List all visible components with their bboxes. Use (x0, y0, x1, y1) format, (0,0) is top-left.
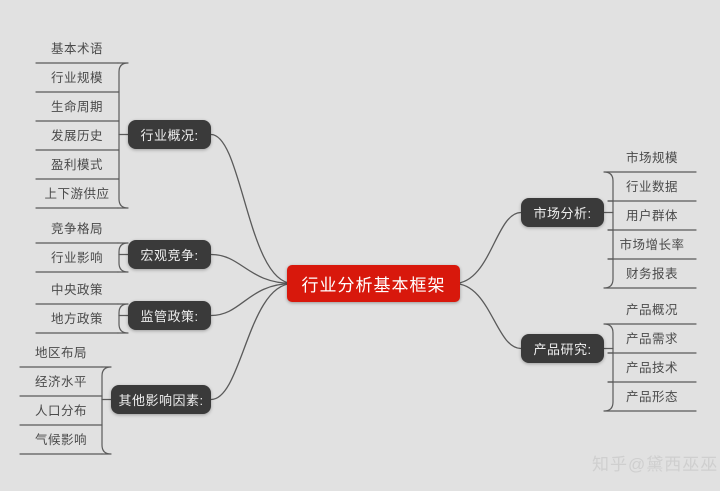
leaf-node[interactable]: 财务报表 (608, 259, 696, 288)
root-label: 行业分析基本框架 (301, 276, 446, 295)
leaf-label: 市场增长率 (619, 238, 685, 252)
leaf-node[interactable]: 经济水平 (20, 367, 102, 396)
leaf-label: 中央政策 (50, 283, 103, 297)
leaf-node[interactable]: 产品技术 (608, 353, 696, 382)
leaf-rail-regulatory-policy (117, 303, 129, 334)
connector-root-macro-competition (210, 253, 294, 285)
leaf-node[interactable]: 发展历史 (36, 121, 118, 150)
leaf-rail-other-factors (101, 366, 112, 455)
leaf-node[interactable]: 竞争格局 (36, 214, 118, 243)
watermark-handle: @黛西巫巫 (628, 454, 719, 474)
leaf-label: 地方政策 (50, 312, 103, 326)
leaf-label: 气候影响 (34, 433, 87, 447)
connector-root-other-factors (210, 282, 294, 401)
leaf-label: 用户群体 (625, 209, 678, 223)
watermark-site: 知乎 (592, 454, 628, 474)
leaf-node[interactable]: 产品概况 (608, 295, 696, 324)
leaf-rail-industry-overview (117, 62, 129, 209)
leaf-node[interactable]: 市场规模 (608, 143, 696, 172)
connector-root-regulatory-policy (210, 282, 294, 317)
leaf-label: 市场规模 (625, 151, 678, 165)
branch-node-industry-overview[interactable]: 行业概况: (128, 120, 211, 149)
leaf-label: 人口分布 (34, 404, 87, 418)
leaf-label: 行业规模 (50, 71, 103, 85)
leaf-label: 产品技术 (625, 361, 678, 375)
leaf-rail-macro-competition (117, 242, 129, 273)
leaf-node[interactable]: 市场增长率 (608, 230, 696, 259)
leaf-label: 上下游供应 (44, 187, 110, 201)
branch-label: 其他影响因素: (118, 393, 204, 408)
leaf-node[interactable]: 人口分布 (20, 396, 102, 425)
leaf-label: 盈利模式 (50, 158, 103, 172)
leaf-label: 基本术语 (50, 42, 103, 56)
leaf-node[interactable]: 行业数据 (608, 172, 696, 201)
connector-root-industry-overview (210, 133, 294, 285)
branch-label: 产品研究: (533, 342, 592, 357)
leaf-label: 发展历史 (50, 129, 103, 143)
leaf-node[interactable]: 生命周期 (36, 92, 118, 121)
leaf-node[interactable]: 中央政策 (36, 275, 118, 304)
leaf-label: 生命周期 (50, 100, 103, 114)
leaf-label: 产品需求 (625, 332, 678, 346)
leaf-node[interactable]: 地区布局 (20, 338, 102, 367)
leaf-node[interactable]: 行业规模 (36, 63, 118, 92)
branch-node-product-research[interactable]: 产品研究: (521, 334, 604, 363)
branch-label: 市场分析: (533, 206, 592, 221)
branch-node-regulatory-policy[interactable]: 监管政策: (128, 301, 211, 330)
leaf-node[interactable]: 产品形态 (608, 382, 696, 411)
watermark: 知乎 @黛西巫巫 (592, 448, 719, 476)
leaf-label: 财务报表 (625, 267, 678, 281)
branch-node-market-analysis[interactable]: 市场分析: (521, 198, 604, 227)
leaf-node[interactable]: 地方政策 (36, 304, 118, 333)
leaf-label: 行业影响 (50, 251, 103, 265)
leaf-node[interactable]: 产品需求 (608, 324, 696, 353)
leaf-node[interactable]: 气候影响 (20, 425, 102, 454)
leaf-label: 地区布局 (34, 346, 87, 360)
leaf-label: 经济水平 (34, 375, 87, 389)
leaf-node[interactable]: 行业影响 (36, 243, 118, 272)
branch-node-macro-competition[interactable]: 宏观竞争: (128, 240, 211, 269)
branch-label: 宏观竞争: (140, 248, 199, 263)
branch-label: 行业概况: (140, 128, 199, 143)
branch-node-other-factors[interactable]: 其他影响因素: (111, 385, 211, 414)
leaf-node[interactable]: 基本术语 (36, 34, 118, 63)
connector-root-product-research (453, 282, 522, 350)
root-node[interactable]: 行业分析基本框架 (287, 265, 460, 302)
leaf-node[interactable]: 上下游供应 (36, 179, 118, 208)
leaf-label: 竞争格局 (50, 222, 103, 236)
leaf-label: 产品概况 (625, 303, 678, 317)
connector-root-market-analysis (453, 211, 522, 285)
leaf-label: 行业数据 (625, 180, 678, 194)
leaf-label: 产品形态 (625, 390, 678, 404)
leaf-node[interactable]: 盈利模式 (36, 150, 118, 179)
branch-label: 监管政策: (140, 309, 199, 324)
leaf-node[interactable]: 用户群体 (608, 201, 696, 230)
